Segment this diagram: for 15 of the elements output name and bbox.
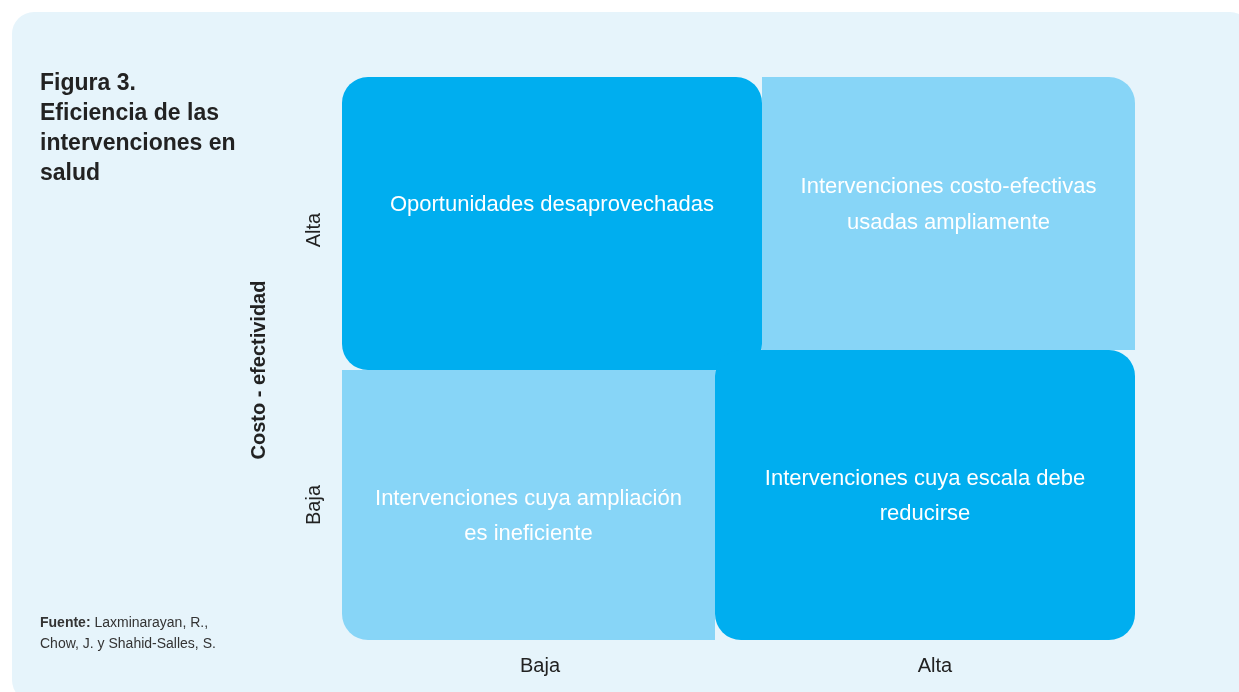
axis-title: Costo - efectividad [246, 280, 270, 460]
axis-tick-label: Baja [301, 485, 325, 525]
quadrant-box [762, 77, 1135, 350]
quadrant-label: Intervenciones costo-efectivas usadas ampliamente [799, 172, 1098, 236]
quadrant-label: Oportunidades desaprovechadas [389, 189, 715, 218]
quadrant-label: Intervenciones cuya ampliación es ineficiente [374, 483, 683, 547]
quadrant-label: Intervenciones cuya escala debe reducirse [763, 463, 1087, 527]
axis-tick-label: Alta [917, 653, 953, 677]
axis-tick-label: Alta [301, 212, 325, 248]
quadrant-box [715, 350, 1135, 640]
quadrant-box [342, 77, 762, 370]
figure-title: Figura 3. Eficiencia de las intervenciones en salud [40, 68, 237, 187]
axis-tick-label: Baja [520, 653, 560, 677]
quadrant-box [342, 370, 715, 640]
source-note: Fuente: Laxminarayan, R., Chow, J. y Shahid-Salles, S. [40, 613, 217, 653]
